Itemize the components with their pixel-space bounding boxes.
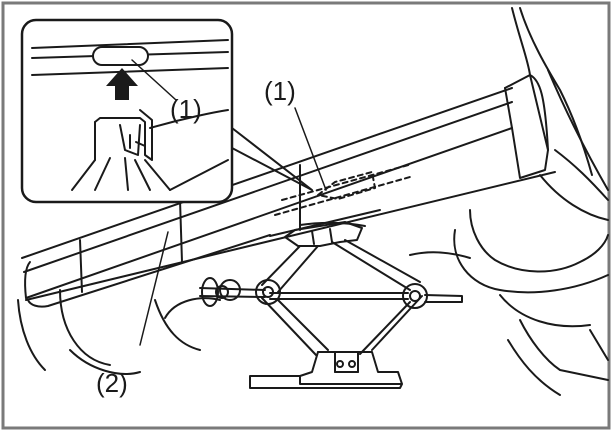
car-body-outline [17, 7, 609, 396]
inset-panel [20, 18, 234, 204]
side-sill-callout-label: (2) [96, 368, 128, 398]
callout-pointer [231, 127, 313, 191]
up-arrow-icon [106, 68, 138, 100]
jack-point-marker [274, 163, 413, 216]
leader-lines [139, 107, 327, 346]
scissor-jack [199, 221, 463, 389]
inset-callout-label: (1) [170, 94, 202, 124]
jack-point-callout-label: (1) [264, 76, 296, 106]
side-sill [21, 74, 556, 308]
